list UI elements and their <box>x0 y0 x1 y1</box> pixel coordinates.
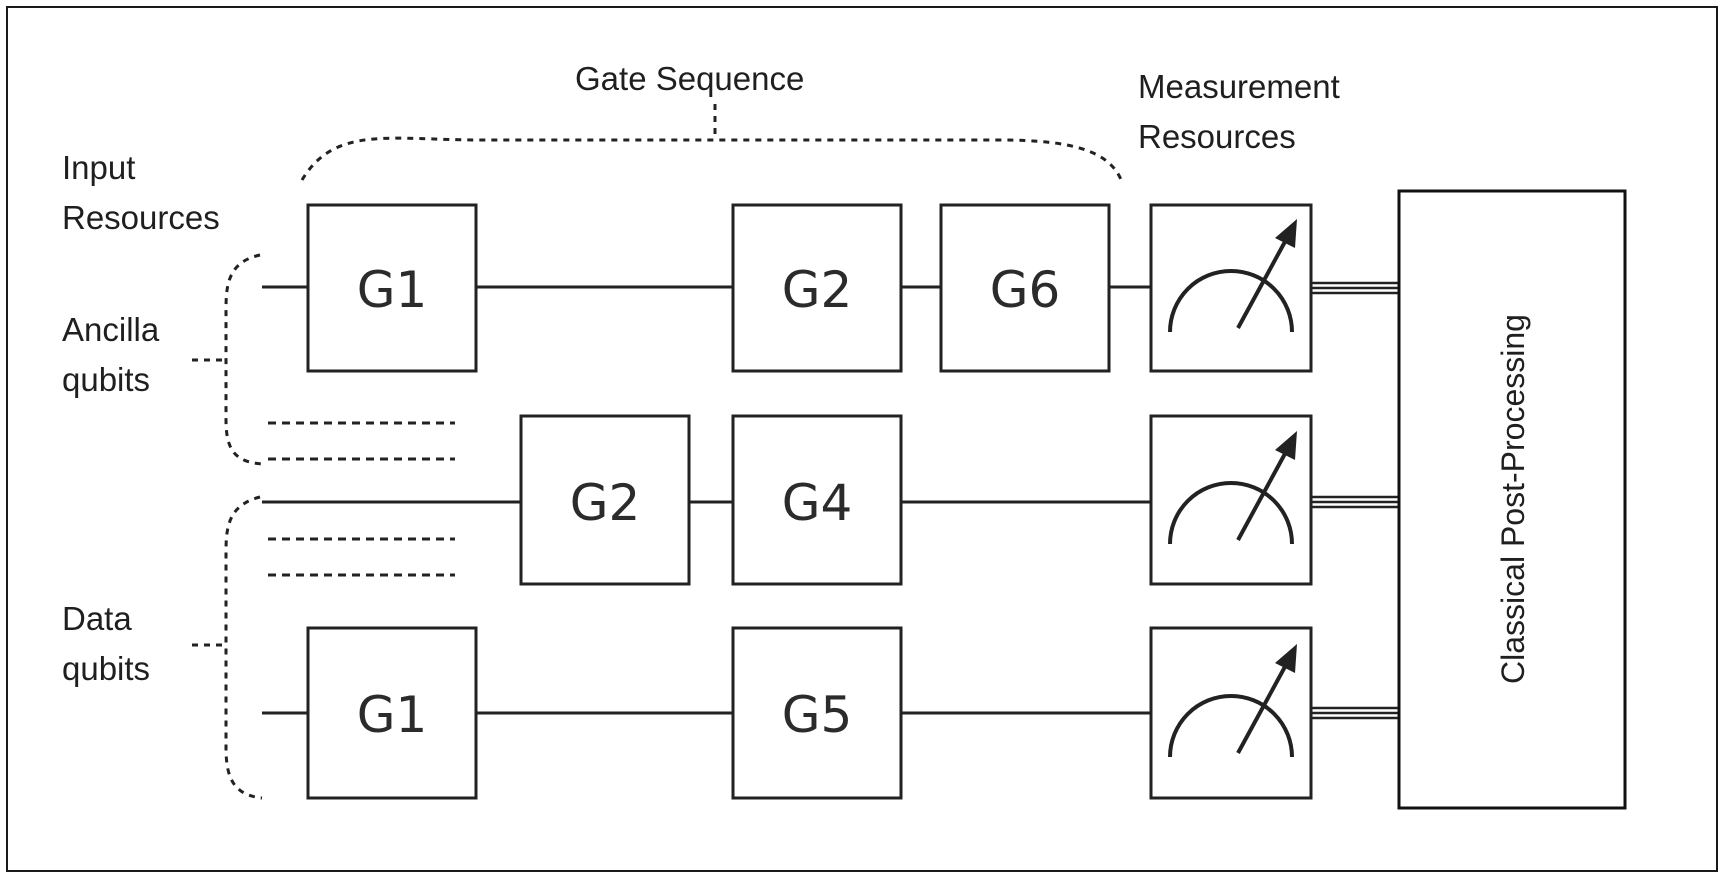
input-label-line2: Resources <box>62 199 220 236</box>
gate-box <box>731 203 903 373</box>
gate-label: G2 <box>570 474 641 532</box>
gate-sequence-arc <box>300 136 1124 183</box>
input-label-line1: Input <box>62 149 136 186</box>
measurement-label-line1: Measurement <box>1138 68 1340 105</box>
gate-sequence-label: Gate Sequence <box>575 60 805 97</box>
classical-post-processing-label: Classical Post-Processing <box>1495 314 1531 684</box>
gate-label: G1 <box>357 261 428 319</box>
gate-label: G5 <box>782 686 853 744</box>
data-brace <box>224 495 263 800</box>
ancilla-label-line2: qubits <box>62 361 151 398</box>
gate-row-2: G2 G4 <box>519 414 903 586</box>
gate-label: G4 <box>782 474 853 532</box>
measurement-meters <box>1149 203 1313 800</box>
input-braces <box>192 253 263 800</box>
omitted-wires <box>268 421 455 577</box>
gate-box <box>939 203 1111 373</box>
diagram-frame <box>6 6 1718 872</box>
ancilla-brace <box>224 253 263 466</box>
measurement-meter-icon <box>1149 626 1313 800</box>
gate-row-3: G1 G5 <box>306 626 903 800</box>
measurement-meter-icon <box>1149 414 1313 586</box>
ancilla-label-line1: Ancilla <box>62 311 160 348</box>
measurement-label-line2: Resources <box>1138 118 1296 155</box>
classical-wires <box>1311 281 1398 720</box>
gate-box <box>306 203 478 373</box>
data-label-line2: qubits <box>62 650 151 687</box>
gate-label: G1 <box>357 686 428 744</box>
gate-label: G2 <box>782 261 853 319</box>
gate-box <box>306 626 478 800</box>
gate-box <box>731 414 903 586</box>
data-label-line1: Data <box>62 600 132 637</box>
classical-post-processing-box <box>1397 189 1627 810</box>
gate-box <box>731 626 903 800</box>
gate-label: G6 <box>990 261 1061 319</box>
gate-sequence-brace <box>300 104 1124 183</box>
gate-row-1: G1 G2 G6 <box>306 203 1111 373</box>
gate-box <box>519 414 691 586</box>
measurement-meter-icon <box>1149 203 1313 373</box>
